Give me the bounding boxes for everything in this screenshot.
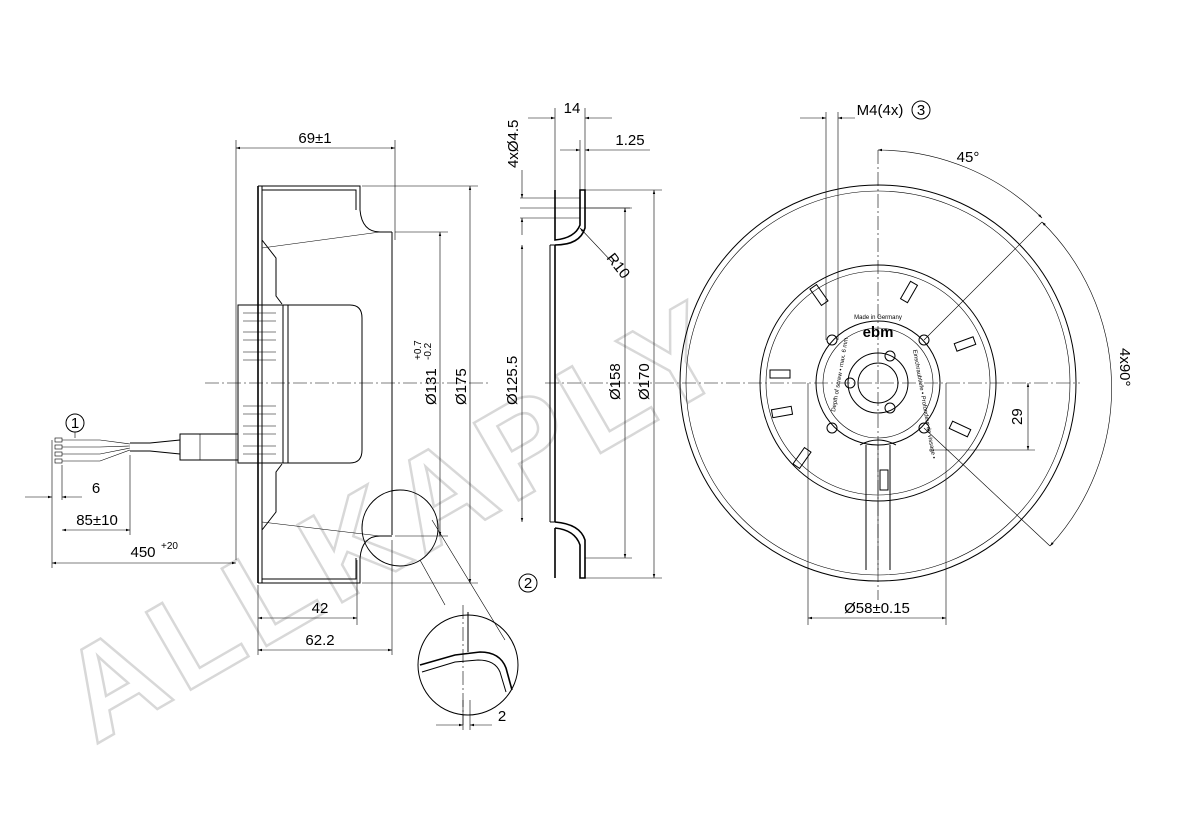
dim-holes: 4xØ4.5 bbox=[505, 120, 522, 168]
detail-view-2: 2 bbox=[417, 605, 519, 730]
dim-69: 69±1 bbox=[298, 130, 331, 147]
dim-4x90: 4x90° bbox=[1116, 348, 1133, 387]
dim-d158: Ø158 bbox=[607, 363, 624, 400]
ebm-logo: ebm bbox=[863, 324, 894, 341]
dim-d125: Ø125.5 bbox=[504, 356, 521, 405]
dim-r10: R10 bbox=[603, 250, 633, 282]
detail-circle bbox=[361, 489, 439, 567]
dim-m4: M4(4x) bbox=[857, 102, 904, 119]
dim-42: 42 bbox=[312, 600, 329, 617]
hub-text-depth-de: Einschraubtiefe • Profondeur de vissage … bbox=[911, 349, 936, 459]
made-in-text: Made in Germany bbox=[854, 315, 902, 321]
section-view: 14 1.25 4xØ4.5 R10 Ø125.5 Ø158 bbox=[504, 100, 662, 579]
dim-d131-tol-lower: -0.2 bbox=[423, 342, 434, 360]
dim-1-25: 1.25 bbox=[615, 132, 644, 149]
side-view: 1 2 69±1 Ø131 +0.7 -0.2 Ø175 bbox=[25, 130, 538, 655]
dim-85: 85±10 bbox=[76, 512, 118, 529]
dim-450-tol: +20 bbox=[161, 541, 178, 552]
dim-d170: Ø170 bbox=[636, 363, 653, 400]
dim-62: 62.2 bbox=[305, 632, 334, 649]
svg-text:ALLKAPLY: ALLKAPLY bbox=[36, 270, 755, 769]
dim-d58: Ø58±0.15 bbox=[844, 600, 910, 617]
dim-detail-2: 2 bbox=[498, 708, 506, 725]
dim-d175: Ø175 bbox=[453, 368, 470, 405]
dim-d131: Ø131 bbox=[423, 368, 440, 405]
hub-text-depth: Depth of screw • max. 6 mm bbox=[831, 337, 850, 412]
watermark: ALLKAPLY bbox=[35, 269, 756, 771]
dim-45: 45° bbox=[957, 149, 980, 166]
dim-29: 29 bbox=[1009, 408, 1026, 425]
callout-3: 3 bbox=[917, 102, 925, 119]
callout-1: 1 bbox=[71, 415, 79, 432]
dim-14: 14 bbox=[564, 100, 581, 117]
dim-450: 450 bbox=[130, 544, 155, 561]
callout-2: 2 bbox=[524, 575, 532, 592]
dim-6: 6 bbox=[92, 480, 100, 497]
dim-d131-tol-upper: +0.7 bbox=[413, 340, 424, 360]
